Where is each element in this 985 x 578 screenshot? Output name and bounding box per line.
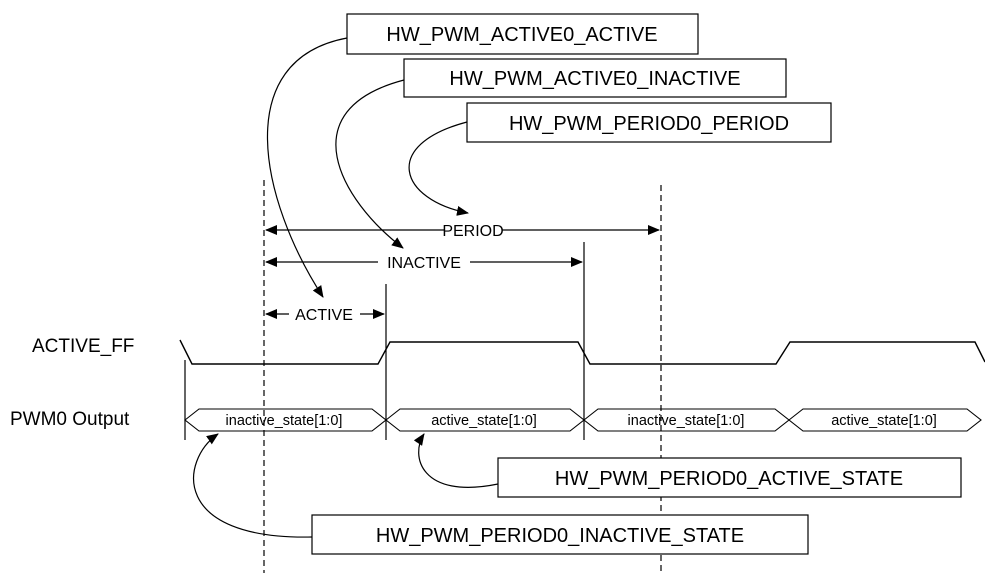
active-ff-label: ACTIVE_FF — [32, 336, 134, 357]
register-label-inactive: HW_PWM_ACTIVE0_INACTIVE — [449, 68, 740, 90]
bus-segment-label: active_state[1:0] — [831, 413, 937, 429]
register-label-inactive-state: HW_PWM_PERIOD0_INACTIVE_STATE — [376, 525, 744, 547]
register-box-inactive: HW_PWM_ACTIVE0_INACTIVE — [403, 58, 787, 98]
bus-segment-label: active_state[1:0] — [431, 413, 537, 429]
callout-arrow-active-state — [413, 433, 499, 488]
period-label: PERIOD — [442, 223, 503, 240]
active-ff-waveform — [179, 339, 985, 365]
register-label-active-state: HW_PWM_PERIOD0_ACTIVE_STATE — [555, 468, 903, 490]
register-box-inactive-state: HW_PWM_PERIOD0_INACTIVE_STATE — [311, 514, 809, 555]
inactive-dimension: INACTIVE — [265, 255, 583, 272]
register-box-active: HW_PWM_ACTIVE0_ACTIVE — [346, 13, 699, 55]
bus-segment-label: inactive_state[1:0] — [628, 413, 745, 429]
register-label-active: HW_PWM_ACTIVE0_ACTIVE — [386, 24, 657, 46]
bus-segment-label: inactive_state[1:0] — [226, 413, 343, 429]
callout-arrow-period — [408, 121, 469, 216]
active-dimension: ACTIVE — [265, 307, 385, 324]
bus-segment — [788, 408, 982, 432]
active-label: ACTIVE — [295, 307, 353, 324]
register-box-active-state: HW_PWM_PERIOD0_ACTIVE_STATE — [497, 457, 962, 498]
register-label-period: HW_PWM_PERIOD0_PERIOD — [509, 113, 789, 135]
callout-arrow-inactive-state — [193, 433, 313, 538]
pwm-output-label: PWM0 Output — [10, 409, 130, 430]
period-dimension: PERIOD — [265, 223, 660, 240]
callout-arrow-inactive — [335, 79, 405, 249]
pwm-output-bus: inactive_state[1:0] active_state[1:0] in… — [184, 408, 982, 432]
callout-arrow-active — [266, 37, 348, 298]
inactive-label: INACTIVE — [387, 255, 461, 272]
register-box-period: HW_PWM_PERIOD0_PERIOD — [466, 102, 832, 143]
